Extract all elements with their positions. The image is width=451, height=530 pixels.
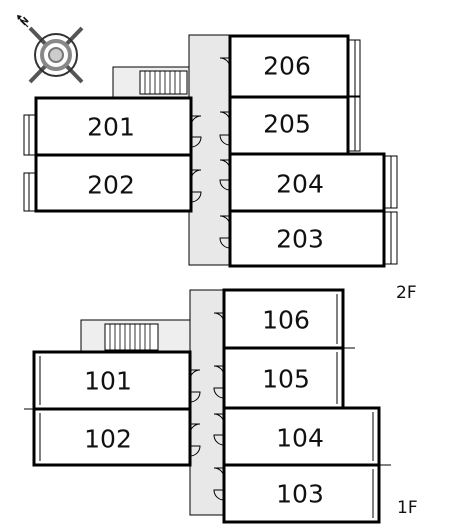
room-label-204: 204 (276, 170, 324, 199)
room-101 (32, 350, 192, 411)
compass-rose-icon: N (17, 15, 84, 84)
room-label-101: 101 (84, 367, 132, 396)
floor-2f: 201 202 203 204 205 206 2F (23, 34, 417, 303)
floor-label-1f: 1F (397, 498, 418, 518)
room-label-202: 202 (87, 171, 135, 200)
room-201 (34, 96, 193, 157)
room-105 (222, 346, 345, 410)
room-102 (32, 407, 192, 467)
room-206 (228, 34, 350, 99)
room-label-105: 105 (262, 365, 310, 394)
room-103 (222, 463, 381, 524)
corridor-2f (188, 34, 232, 266)
room-202 (34, 153, 193, 213)
room-label-104: 104 (276, 424, 324, 453)
stairs-1f (80, 319, 192, 355)
floor-label-2f: 2F (396, 283, 417, 303)
room-104 (222, 406, 381, 467)
room-203 (228, 209, 386, 268)
room-106 (222, 288, 345, 350)
corridor-1f (189, 289, 226, 516)
room-label-206: 206 (263, 52, 311, 81)
north-letter: N (19, 16, 31, 28)
stairs-2f (112, 66, 191, 99)
room-label-106: 106 (262, 306, 310, 335)
room-label-203: 203 (276, 225, 324, 254)
floor-1f: 101 102 103 104 105 106 1F (24, 288, 418, 524)
room-label-102: 102 (84, 425, 132, 454)
room-label-103: 103 (276, 480, 324, 509)
room-label-205: 205 (263, 110, 311, 139)
room-label-201: 201 (87, 113, 135, 142)
room-205 (228, 95, 350, 156)
